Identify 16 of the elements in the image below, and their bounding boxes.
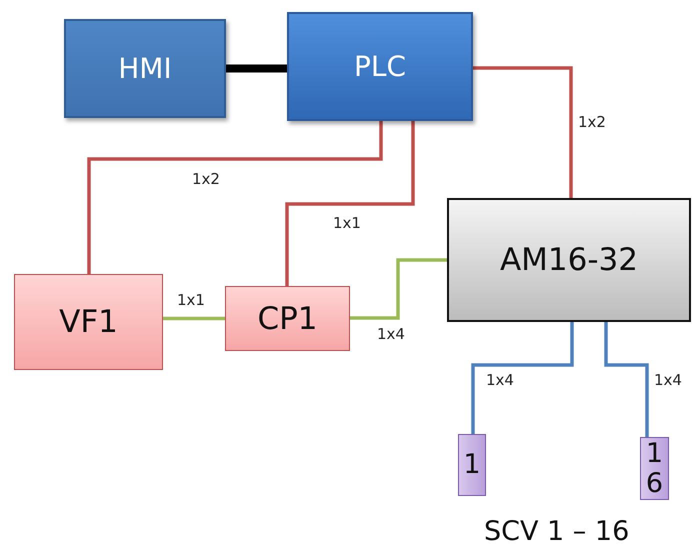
- valve-box: 1: [458, 434, 486, 496]
- connector-line: [471, 322, 574, 434]
- hmi-box: HMI: [64, 19, 226, 118]
- controller-box: PLC: [287, 12, 473, 121]
- connector-line: [473, 66, 573, 198]
- connector-line: [87, 121, 383, 274]
- connector-line: [226, 64, 287, 72]
- module-box: AM16-32: [447, 198, 691, 322]
- valve-box: 16: [640, 437, 669, 500]
- connector-line: [163, 316, 225, 320]
- connector-line: [604, 322, 649, 437]
- connector-line: [285, 121, 415, 286]
- connector-line: [350, 258, 447, 320]
- device-box: CP1: [225, 286, 350, 351]
- device-box: VF1: [14, 274, 163, 370]
- group-caption: SCV 1 – 16: [484, 516, 630, 547]
